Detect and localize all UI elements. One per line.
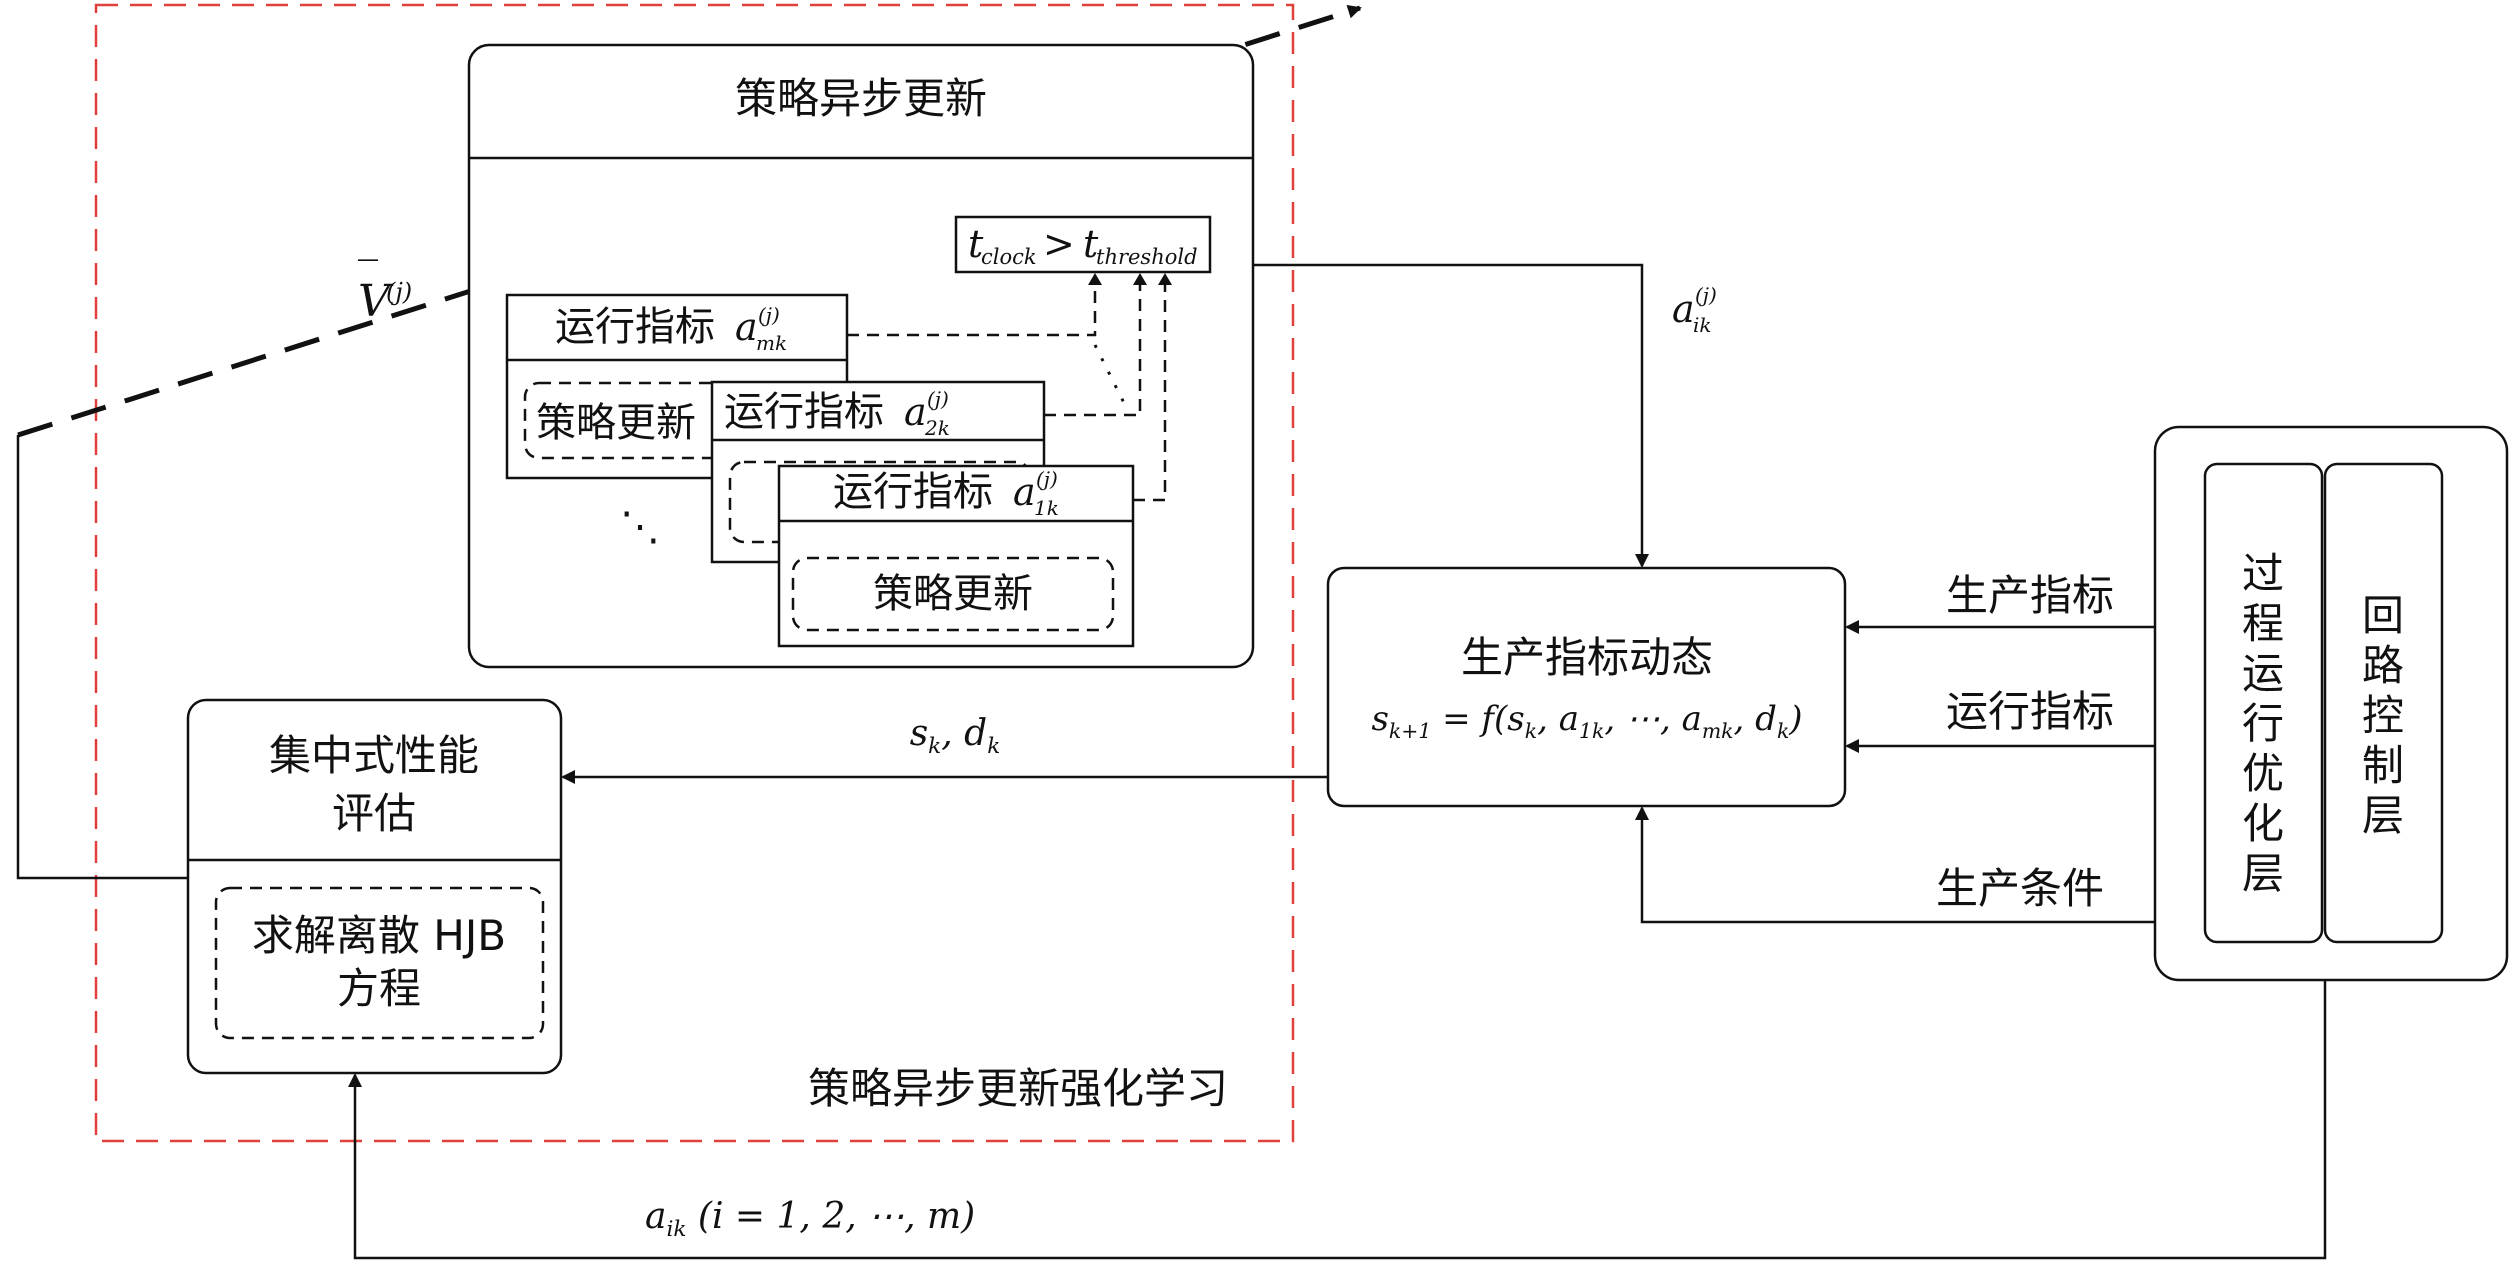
svg-text:1k: 1k	[1034, 496, 1059, 520]
svg-text:a: a	[1013, 470, 1036, 514]
svg-text:‾: ‾	[358, 254, 378, 300]
clock-condition: t clock > t threshold	[954, 215, 1212, 274]
svg-text:控: 控	[2362, 691, 2404, 740]
evaluation-title-1: 集中式性能	[269, 731, 479, 780]
value-label: V ‾ (j)	[358, 254, 412, 327]
svg-text:V: V	[358, 276, 394, 327]
svg-text:过: 过	[2242, 549, 2284, 598]
svg-text:t: t	[968, 222, 984, 266]
evaluation-inner-2: 方程	[337, 964, 421, 1013]
production-index-label: 生产指标	[1946, 571, 2114, 620]
async-update-title: 策略异步更新	[735, 74, 987, 123]
dynamics-title: 生产指标动态	[1461, 633, 1713, 682]
svg-text:运: 运	[2242, 649, 2284, 698]
svg-text:mk: mk	[756, 331, 787, 355]
dynamics-equation: sk+1​ = f(sk​, a1k​, ⋯, amk​, dk​)	[1371, 699, 1802, 743]
evaluation-title-2: 评估	[332, 789, 416, 838]
bottom-feedback-arrow	[348, 980, 2327, 1260]
async-update-box: 策略异步更新 t clock > t threshold 运行指标 a mk (…	[467, 43, 1255, 669]
svg-text:a: a	[904, 390, 927, 434]
svg-text:a: a	[735, 305, 758, 349]
svg-text:路: 路	[2362, 641, 2404, 690]
svg-text:(j): (j)	[927, 387, 949, 411]
svg-text:优: 优	[2242, 749, 2284, 798]
agent-1k: 运行指标 a 1k (j) 策略更新	[777, 464, 1135, 648]
svg-text:层: 层	[2242, 849, 2284, 898]
svg-text:运行指标: 运行指标	[833, 469, 993, 515]
action-arrow	[1253, 263, 1649, 568]
loop-layer-text: 回 路 控 制 层	[2362, 591, 2404, 840]
svg-text:行: 行	[2242, 699, 2284, 748]
link-mk	[847, 273, 1102, 337]
evaluation-box: 集中式性能 评估 求解离散 HJB 方程	[186, 698, 563, 1075]
link-1k	[1133, 273, 1172, 502]
svg-text:回: 回	[2362, 591, 2404, 640]
svg-text:运行指标: 运行指标	[555, 304, 715, 350]
svg-text:策略更新: 策略更新	[536, 400, 696, 446]
state-label: sk​, dk​	[910, 713, 1001, 759]
rl-frame	[94, 3, 1295, 1143]
operation-index-label: 运行指标	[1946, 687, 2114, 736]
right-block	[2153, 425, 2509, 982]
loop-layer	[2323, 462, 2444, 944]
svg-text:化: 化	[2242, 799, 2284, 848]
link-2k	[1044, 273, 1147, 417]
action-label: a ik (j)	[1672, 283, 1717, 337]
svg-text:(j): (j)	[1695, 283, 1717, 307]
svg-text:(j): (j)	[1036, 467, 1058, 491]
production-condition-arrow	[1635, 806, 2155, 924]
process-layer-text: 过 程 运 行 优 化 层	[2242, 549, 2284, 898]
production-condition-label: 生产条件	[1936, 864, 2104, 913]
dynamics-box: 生产指标动态 sk+1​ = f(sk​, a1k​, ⋯, amk​, dk​…	[1326, 566, 1847, 808]
svg-text:ik: ik	[1693, 313, 1712, 337]
svg-text:2k: 2k	[924, 416, 950, 440]
svg-text:threshold: threshold	[1096, 245, 1198, 269]
svg-text:a: a	[1672, 287, 1695, 331]
bottom-label: aik​ (i = 1, 2, ⋯, m)	[645, 1196, 975, 1242]
svg-text:(j): (j)	[758, 303, 780, 327]
svg-text:层: 层	[2362, 791, 2404, 840]
svg-text:制: 制	[2362, 741, 2404, 790]
svg-text:程: 程	[2242, 599, 2284, 648]
eval-feedback-line	[16, 435, 188, 880]
rl-frame-label: 策略异步更新强化学习	[808, 1064, 1228, 1113]
svg-text:策略更新: 策略更新	[873, 571, 1033, 617]
svg-text:运行指标: 运行指标	[724, 389, 884, 435]
process-layer	[2203, 462, 2324, 944]
svg-text:t: t	[1083, 222, 1099, 266]
evaluation-inner-1: 求解离散 HJB	[252, 911, 506, 960]
svg-text:clock: clock	[981, 245, 1037, 269]
svg-text:>: >	[1043, 222, 1075, 266]
svg-text:(j): (j)	[386, 278, 412, 306]
agent-ellipsis: ⋱	[620, 504, 660, 550]
